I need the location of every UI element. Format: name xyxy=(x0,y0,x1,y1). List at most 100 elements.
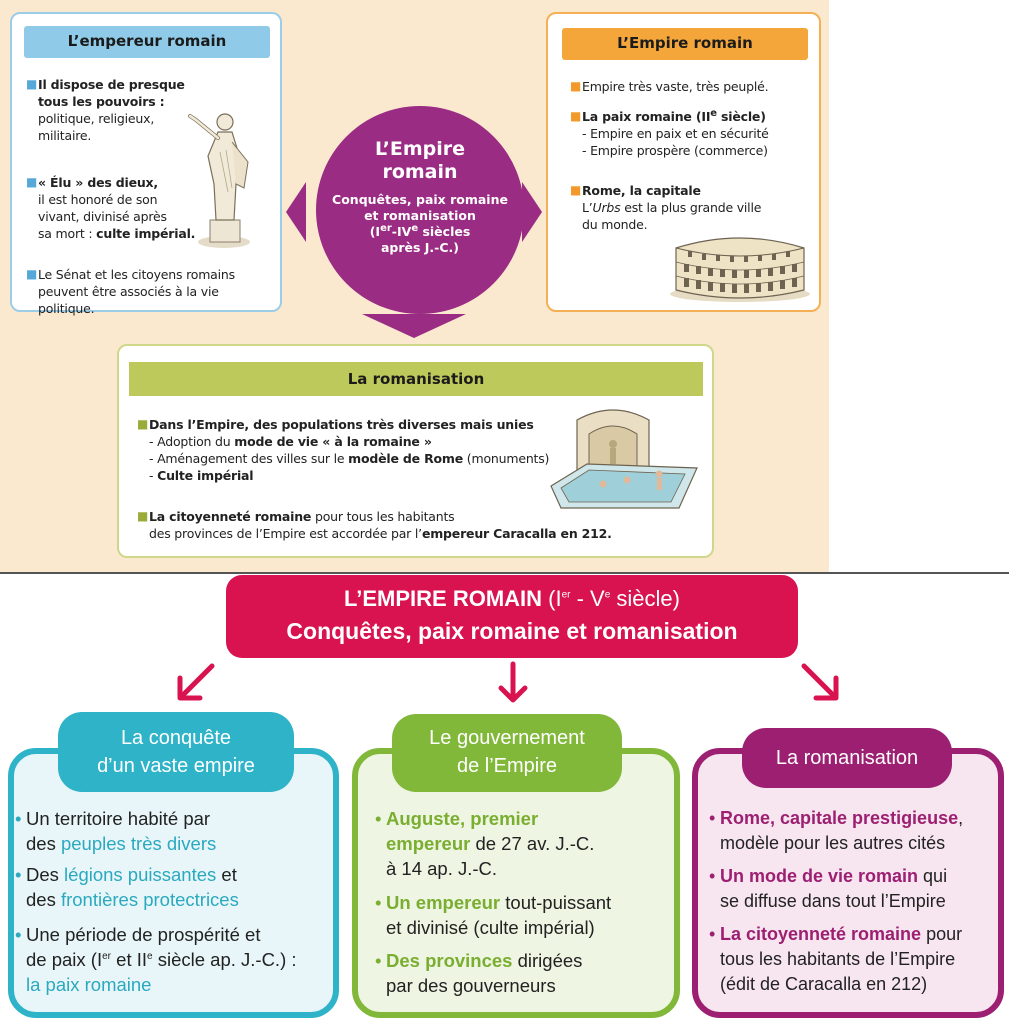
text-line: et romanisation xyxy=(364,208,476,223)
text-line-highlight: frontières protectrices xyxy=(60,889,239,910)
center-subtitle: Conquêtes, paix romaine et romanisation … xyxy=(330,192,510,256)
text-line-highlight: La citoyenneté romaine xyxy=(720,924,922,944)
text-line: L’ xyxy=(582,200,593,215)
text-line: des provinces de l’Empire est accordée p… xyxy=(149,526,422,541)
text-line: siècle) xyxy=(716,109,766,124)
text-line: militaire. xyxy=(38,128,92,143)
text-line-highlight: Auguste, premier xyxy=(386,808,539,829)
text-line-bold: empereur Caracalla en 212. xyxy=(421,526,612,541)
romanisation-item-2: • Un mode de vie romain qui se diffuse d… xyxy=(709,864,1004,914)
emperor-powers-text: ■ Il dispose de presque tous les pouvoir… xyxy=(26,76,188,144)
conquest-item-2: • Des légions puissantes et des frontièr… xyxy=(15,862,336,912)
text-line: politique, religieux, xyxy=(38,111,155,126)
text-line: - V xyxy=(570,586,605,611)
romanisation-peoples-text: ■ Dans l’Empire, des populations très di… xyxy=(137,416,569,484)
main-title-box: L’EMPIRE ROMAIN (Ier - Ve siècle) Conquê… xyxy=(226,575,798,658)
statue-illustration xyxy=(188,113,250,248)
conquest-item-1: • Un territoire habité par des peuples t… xyxy=(15,806,336,856)
text-line: La conquête xyxy=(120,727,232,749)
text-line: qui xyxy=(918,866,948,886)
bullet-icon: ■ xyxy=(137,417,149,431)
text-line: il est honoré de son xyxy=(38,192,158,207)
text-line-highlight: la paix romaine xyxy=(26,974,152,995)
text-line: des xyxy=(26,889,61,910)
text-line-bold: L’EMPIRE ROMAIN xyxy=(344,586,543,611)
text-line: Le gouvernement xyxy=(429,727,585,749)
text-line-highlight: Rome, capitale prestigieuse xyxy=(720,808,959,828)
text-line-highlight: empereur xyxy=(386,833,471,854)
romanisation-item-3: • La citoyenneté romaine pour tous les h… xyxy=(709,922,1004,997)
text-line: , xyxy=(958,808,964,828)
text-line: -IV xyxy=(391,224,412,239)
bullet-icon: ■ xyxy=(570,79,582,93)
text-line: Le Sénat et les citoyens romains xyxy=(38,267,235,282)
text-line: Il dispose de presque xyxy=(38,77,185,92)
text-line: et xyxy=(216,864,237,885)
text-line: Rome, la capitale xyxy=(582,183,701,198)
text-line: « Élu » des dieux, xyxy=(38,175,158,190)
bullet-icon: ■ xyxy=(570,183,582,197)
text-line: - xyxy=(149,468,158,483)
top-summary-panel: L’empereur romain ■ Il dispose de presqu… xyxy=(0,0,829,572)
text-line: (édit de Caracalla en 212) xyxy=(720,974,928,994)
text-line: dirigées xyxy=(512,950,583,971)
bullet-icon: • xyxy=(15,864,22,885)
text-line: de l’Empire xyxy=(456,755,558,777)
romanisation-card-title: La romanisation xyxy=(742,728,952,788)
text-line: pour tous les habitants xyxy=(311,509,455,524)
text-line: d’un vaste empire xyxy=(97,755,255,777)
bullet-icon: • xyxy=(375,950,382,971)
emperor-divine-text: ■ « Élu » des dieux, il est honoré de so… xyxy=(26,174,238,242)
text-line: par des gouverneurs xyxy=(386,975,556,996)
text-line-highlight: peuples très divers xyxy=(60,833,217,854)
text-line-highlight: Un empereur xyxy=(386,892,501,913)
text-line: tout-puissant xyxy=(500,892,612,913)
center-topic-circle: L’Empire romain Conquêtes, paix romaine … xyxy=(316,106,524,314)
text-line: siècle) xyxy=(610,586,680,611)
romanisation-box-title: La romanisation xyxy=(129,362,703,396)
text-line: de 27 av. J.-C. xyxy=(470,833,595,854)
text-line: et divinisé (culte impérial) xyxy=(386,917,595,938)
empire-box: L’Empire romain ■ Empire très vaste, trè… xyxy=(546,12,821,312)
senate-text: ■ Le Sénat et les citoyens romains peuve… xyxy=(26,266,278,317)
text-line: - Empire prospère (commerce) xyxy=(582,143,768,158)
text-line: (I xyxy=(542,586,562,611)
bullet-icon: • xyxy=(709,808,716,828)
citizenship-text: ■ La citoyenneté romaine pour tous les h… xyxy=(137,508,649,542)
text-line: Empire très vaste, très peuplé. xyxy=(582,79,769,94)
bullet-icon: • xyxy=(375,808,382,829)
bullet-icon: • xyxy=(375,892,382,913)
government-item-2: • Un empereur tout-puissant et divinisé … xyxy=(375,890,676,940)
superscript: er xyxy=(102,950,112,962)
text-line: (I xyxy=(369,224,381,239)
main-subtitle: Conquêtes, paix romaine et romanisation xyxy=(286,618,738,644)
empire-size-text: ■ Empire très vaste, très peuplé. xyxy=(570,78,812,95)
arrow-left-icon xyxy=(286,182,306,242)
text-line: peuvent être associés à la vie politique… xyxy=(38,284,219,316)
text-line: Une période de prospérité et xyxy=(26,924,261,945)
romanisation-item-1: • Rome, capitale prestigieuse, modèle po… xyxy=(709,806,1004,856)
text-line: L’Empire xyxy=(374,138,466,160)
text-line: tous les habitants de l’Empire xyxy=(720,949,956,969)
text-line-bold: modèle de Rome xyxy=(348,451,464,466)
text-line-bold: culte impérial. xyxy=(96,226,196,241)
text-line: romain xyxy=(382,161,458,183)
bullet-icon: ■ xyxy=(137,509,149,523)
text-line: après J.-C.) xyxy=(380,240,460,255)
text-line: vivant, divinisé après xyxy=(38,209,167,224)
text-line: et II xyxy=(111,949,148,970)
conquest-card-title: La conquête d’un vaste empire xyxy=(58,712,294,792)
text-line-bold: Culte impérial xyxy=(157,468,254,483)
text-line: Conquêtes, paix romaine xyxy=(332,192,508,207)
government-item-3: • Des provinces dirigées par des gouvern… xyxy=(375,948,676,998)
arrow-down-right-icon xyxy=(801,663,839,701)
superscript: er xyxy=(380,222,392,234)
text-line: des xyxy=(26,833,61,854)
arrow-down-left-icon xyxy=(177,663,215,701)
government-item-1: • Auguste, premier empereur de 27 av. J.… xyxy=(375,806,676,881)
superscript: er xyxy=(561,589,571,601)
bath-illustration xyxy=(550,409,698,509)
bullet-icon: • xyxy=(15,808,22,829)
colosseum-illustration xyxy=(670,237,810,302)
text-line: sa mort : xyxy=(38,226,97,241)
